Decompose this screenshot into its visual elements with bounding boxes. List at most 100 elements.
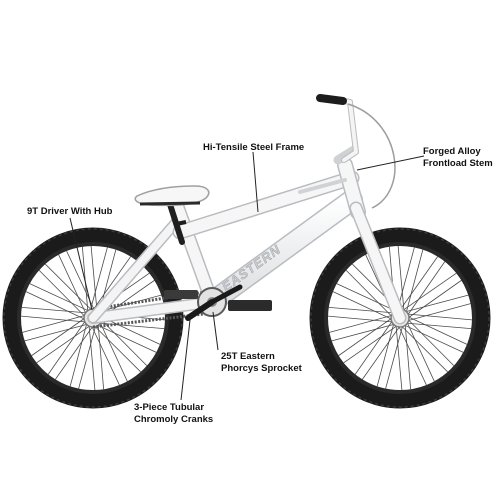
- rear-spoke: [78, 325, 97, 389]
- front-spoke: [376, 323, 395, 387]
- front-tire: [309, 227, 491, 409]
- label-driver: 9T Driver With Hub: [27, 206, 112, 218]
- label-driver-line-1: 9T Driver With Hub: [27, 206, 113, 217]
- crankset: [164, 284, 272, 321]
- front-spoke: [338, 317, 393, 356]
- rear-spoke: [21, 306, 87, 314]
- pedal-rear: [164, 290, 198, 299]
- label-cranks-line-2: Chromoly Cranks: [134, 414, 214, 425]
- label-cranks: 3-Piece Tubular Chromoly Cranks: [134, 402, 213, 426]
- fork-fill: [351, 203, 405, 323]
- front-spoke: [331, 323, 395, 342]
- label-stem-line-2: Frontload Stem: [423, 158, 493, 169]
- seat-stay-fill: [89, 216, 182, 322]
- cockpit: [316, 94, 396, 209]
- rear-spoke: [22, 314, 86, 333]
- front-spoke: [406, 322, 472, 330]
- seat-assembly: [134, 185, 210, 245]
- crank-arm: [185, 299, 215, 321]
- leader-driver: [69, 217, 93, 311]
- front-spoke: [402, 272, 457, 311]
- front-spoke: [327, 315, 394, 323]
- front-spoke: [407, 303, 471, 322]
- leader-stem: [356, 155, 425, 171]
- rear-spoke: [25, 291, 86, 320]
- brake-cable: [347, 103, 396, 209]
- rear-spoke: [55, 325, 94, 380]
- pedal: [228, 300, 272, 311]
- front-spoke: [396, 247, 415, 311]
- rear-tire: [2, 227, 184, 409]
- front-spoke: [401, 325, 449, 373]
- rear-spoke: [92, 256, 131, 311]
- front-spoke: [406, 313, 473, 321]
- front-spoke: [345, 269, 393, 317]
- rear-spoke: [47, 320, 86, 375]
- label-stem: Forged Alloy Frontload Stem: [423, 146, 493, 170]
- rear-spoke: [100, 319, 148, 367]
- rear-spoke: [90, 245, 98, 312]
- front-spoke: [336, 283, 397, 312]
- front-tire-tread: [310, 228, 490, 408]
- front-spoke: [362, 325, 401, 380]
- seat-base: [139, 201, 201, 206]
- front-spoke: [407, 261, 446, 316]
- front-spoke: [354, 320, 393, 375]
- rear-spoke: [96, 324, 157, 353]
- label-frame-line-1: Hi-Tensile Steel Frame: [203, 142, 305, 153]
- gusset: [298, 178, 347, 194]
- front-spoke: [407, 280, 462, 319]
- front-spoke: [405, 294, 469, 313]
- label-sprocket-line-1: 25T Eastern: [221, 351, 275, 362]
- rear-spoke: [38, 269, 86, 317]
- rear-spoke: [91, 325, 120, 386]
- rear-spoke: [44, 263, 92, 311]
- grip: [316, 94, 347, 105]
- rear-spoke: [29, 283, 90, 312]
- front-spoke: [329, 314, 393, 333]
- front-spoke: [398, 325, 427, 386]
- label-frame: Hi-Tensile Steel Frame: [203, 142, 304, 154]
- label-sprocket: 25T Eastern Phorcys Sprocket: [221, 351, 302, 375]
- front-spoke: [399, 256, 438, 311]
- rear-spoke: [94, 325, 142, 373]
- rear-spoke: [98, 294, 162, 313]
- chain-stay-fill: [88, 297, 217, 323]
- label-stem-line-1: Forged Alloy: [423, 146, 481, 157]
- front-spoke: [343, 325, 398, 364]
- front-spoke: [332, 291, 393, 320]
- rear-spoke: [36, 325, 91, 364]
- rear-spoke: [89, 247, 108, 311]
- label-cranks-line-1: 3-Piece Tubular: [134, 402, 205, 413]
- rear-spoke: [99, 322, 165, 330]
- rear-spoke: [24, 323, 88, 342]
- crank-arm-rear: [209, 284, 243, 305]
- seat-clamp: [175, 220, 187, 226]
- rear-spoke: [31, 317, 86, 356]
- front-spoke: [395, 324, 403, 391]
- front-spoke: [407, 316, 468, 345]
- leader-sprocket: [212, 311, 219, 351]
- front-spoke: [328, 306, 394, 314]
- leader-cranks: [180, 319, 191, 401]
- label-sprocket-line-2: Phorcys Sprocket: [221, 363, 302, 374]
- frame: [87, 157, 407, 325]
- front-rim: [324, 242, 476, 394]
- front-spoke: [406, 321, 435, 382]
- rear-spoke: [88, 324, 96, 391]
- front-spoke: [407, 319, 455, 367]
- leader-lines: [69, 151, 425, 401]
- front-spoke: [385, 325, 404, 389]
- front-spoke: [404, 324, 412, 390]
- down-tube-fill: [202, 190, 362, 312]
- rear-spoke: [20, 315, 87, 323]
- front-spoke: [405, 249, 424, 313]
- front-spoke: [403, 324, 464, 353]
- rear-spoke: [99, 321, 128, 382]
- leader-frame: [252, 151, 259, 213]
- front-spoke: [397, 245, 405, 312]
- rear-spoke: [69, 323, 88, 387]
- rear-spoke: [58, 254, 87, 315]
- rear-spoke: [97, 324, 105, 390]
